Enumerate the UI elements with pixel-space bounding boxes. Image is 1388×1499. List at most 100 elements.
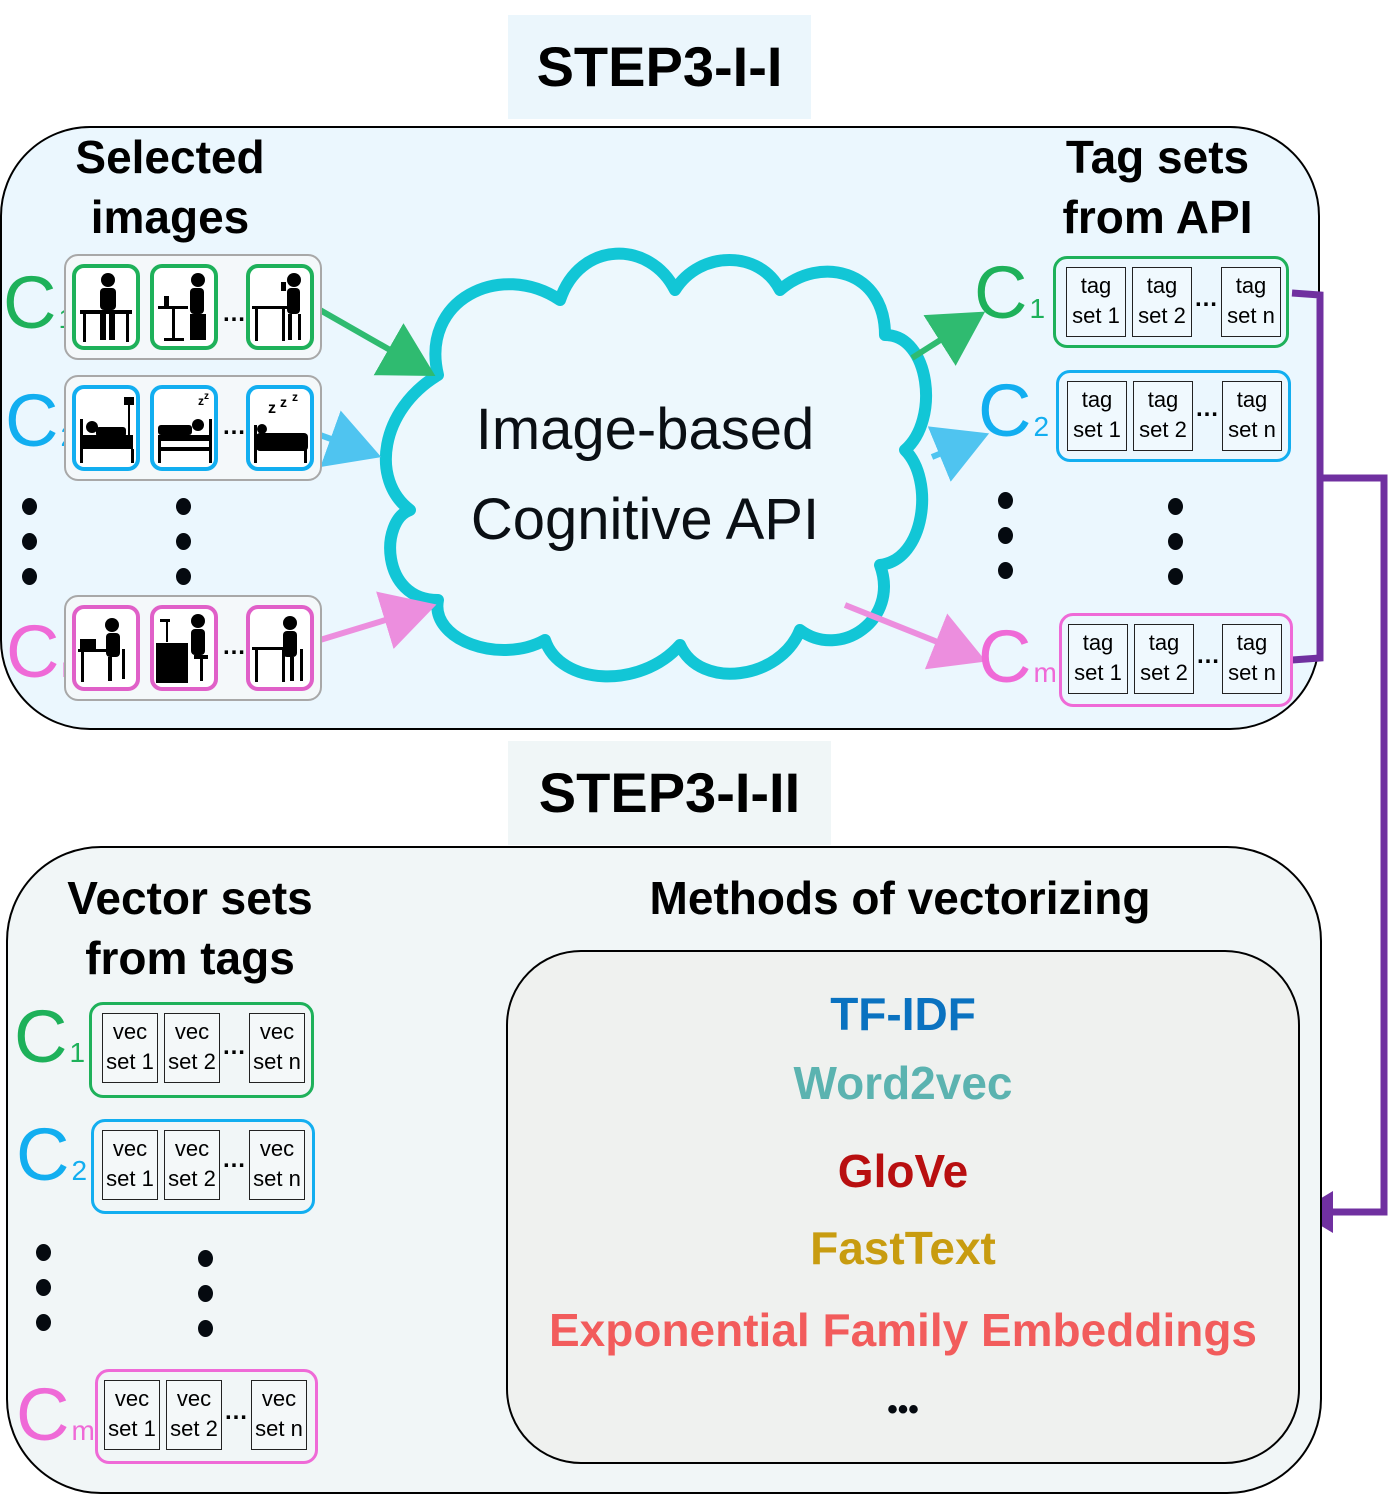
class-letter: C — [14, 995, 68, 1078]
tag-set-box[interactable]: tag set 1 — [1067, 381, 1127, 451]
image-tile[interactable] — [72, 385, 140, 471]
image-tile[interactable] — [246, 264, 314, 350]
set-box-line: tag — [1147, 387, 1179, 412]
method-word2vec: Word2vec — [793, 1057, 1013, 1109]
heading-line: images — [90, 191, 250, 243]
tag-set-box[interactable]: tag set 2 — [1134, 624, 1194, 694]
cloud-label-line: Image-based — [475, 397, 815, 462]
set-box-line: set n — [1227, 303, 1275, 328]
person-eating-icon — [80, 273, 132, 342]
svg-text:z: z — [204, 391, 209, 402]
ellipsis: … — [222, 300, 246, 327]
class-letter: C — [16, 1113, 70, 1196]
set-box-line: tag — [1236, 387, 1268, 412]
svg-text:z: z — [292, 390, 298, 404]
arrow-cloud-to-c2 — [927, 426, 990, 482]
heading-line: Tag sets — [1065, 131, 1250, 183]
arrow-c1-to-cloud — [318, 307, 436, 376]
set-box-line: set n — [253, 1166, 301, 1191]
ellipsis: … — [1195, 395, 1219, 422]
image-tile[interactable] — [246, 605, 314, 691]
set-box-line: set 1 — [1073, 417, 1121, 442]
set-box-line: vec — [176, 1386, 212, 1411]
set-box-line: tag — [1082, 630, 1114, 655]
person-dining-icon — [158, 273, 206, 341]
vertical-dots — [1168, 498, 1188, 603]
heading-line: from API — [1062, 191, 1253, 243]
set-box-line: tag — [1080, 273, 1112, 298]
set-box-line: vec — [174, 1136, 210, 1161]
set-box-line: vec — [261, 1386, 297, 1411]
tag-set-group-cm: tag set 1 tag set 2 … tag set n — [1059, 613, 1293, 707]
methods-box: TF-IDF Word2vec GloVe FastText Exponenti… — [506, 950, 1300, 1464]
vertical-dots — [998, 492, 1018, 597]
bracket-connector — [1291, 289, 1388, 1216]
person-at-desk-icon — [156, 614, 208, 683]
tag-set-box[interactable]: tag set 1 — [1066, 267, 1126, 337]
tag-set-box[interactable]: tag set n — [1222, 381, 1282, 451]
class-subscript: 2 — [71, 1155, 88, 1186]
set-box-line: set n — [1228, 660, 1276, 685]
set-box-line: vec — [112, 1136, 148, 1161]
method-tfidf: TF-IDF — [830, 988, 976, 1040]
ellipsis: … — [1196, 642, 1220, 669]
ellipsis: … — [222, 633, 246, 660]
vertical-dots — [36, 1244, 56, 1349]
person-writing-icon — [252, 616, 303, 682]
tag-class-label-cm: Cm — [978, 620, 1057, 710]
set-box-line: set 2 — [1139, 417, 1187, 442]
image-tile[interactable] — [150, 605, 218, 691]
class-subscript: 1 — [1029, 293, 1046, 324]
vertical-dots — [22, 498, 42, 603]
ellipsis: … — [222, 1033, 246, 1060]
set-box-line: tag — [1235, 273, 1267, 298]
set-box-line: tag — [1148, 630, 1180, 655]
set-box-line: tag — [1236, 630, 1268, 655]
cloud-shape — [379, 247, 932, 683]
set-box-line: set n — [253, 1049, 301, 1074]
heading-line: from tags — [85, 932, 295, 984]
class-subscript: m — [71, 1415, 95, 1446]
cloud-label: Image-based Cognitive API — [430, 385, 860, 565]
tag-set-box[interactable]: tag set 2 — [1133, 381, 1193, 451]
class-subscript: 2 — [1033, 411, 1050, 442]
tag-set-box[interactable]: tag set n — [1222, 624, 1282, 694]
image-tile[interactable] — [72, 264, 140, 350]
selected-images-heading: Selected images — [40, 127, 300, 247]
set-box-line: tag — [1081, 387, 1113, 412]
image-tile[interactable] — [150, 264, 218, 350]
set-box-line: set 2 — [1140, 660, 1188, 685]
cloud-label-line: Cognitive API — [470, 487, 820, 552]
vertical-dots — [198, 1250, 218, 1355]
image-tile[interactable] — [72, 605, 140, 691]
tag-set-box[interactable]: tag set 1 — [1068, 624, 1128, 694]
ellipsis: … — [224, 1398, 248, 1425]
class-subscript: 1 — [69, 1037, 86, 1068]
class-letter: C — [978, 615, 1032, 698]
tag-set-box[interactable]: tag set n — [1221, 267, 1281, 337]
arrow-cm-to-cloud — [319, 591, 437, 649]
heading-line: Vector sets — [67, 872, 313, 924]
set-box-line: set 1 — [1074, 660, 1122, 685]
set-box-line: set 1 — [108, 1416, 156, 1441]
vertical-dots — [176, 498, 196, 603]
image-group-cm: … — [64, 595, 322, 701]
set-box-line: set 2 — [1138, 303, 1186, 328]
arrow-cloud-to-cm — [843, 602, 987, 670]
set-box-line: set n — [1228, 417, 1276, 442]
set-box-line: set 1 — [1072, 303, 1120, 328]
